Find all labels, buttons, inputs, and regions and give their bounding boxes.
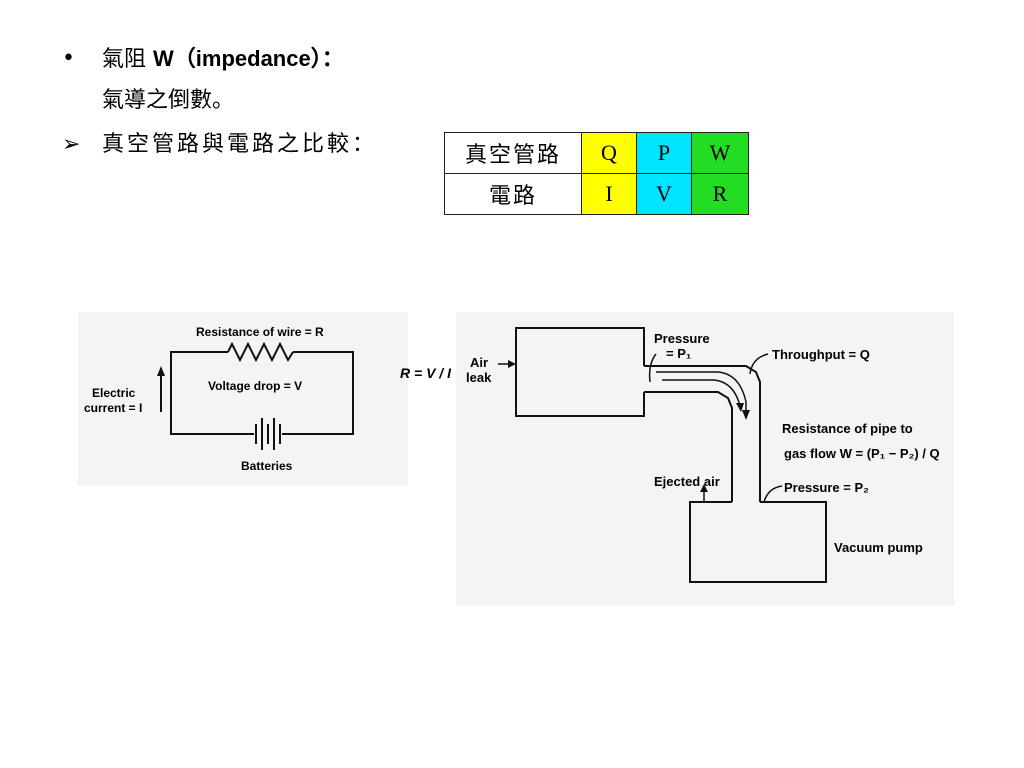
pressure1-label: Pressure [654,331,710,346]
table-row: 電路 I V R [444,173,749,215]
battery-icon [254,418,282,450]
resistor-icon [227,341,294,363]
flow-arrow-icon [656,371,747,414]
table-cell: I [581,173,637,215]
voltage-label: Voltage drop = V [208,379,302,393]
circuit-diagram: Resistance of wire = R Voltage drop = V … [84,325,354,473]
vacuum-diagram: Air leak Pressure = P₁ Throughput = Q Re… [466,327,940,583]
pipe-inner [644,391,733,502]
resistance-pipe-label: Resistance of pipe to [782,421,913,436]
chamber-outline [515,327,645,417]
arrow-head-icon [700,484,708,492]
impedance-title-cn: 氣阻 [102,47,147,72]
resistance-label: Resistance of wire = R [196,325,324,339]
impedance-heading: 氣阻 W（impedance）： [102,44,344,75]
flow-arrow-icon [662,379,741,407]
impedance-definition: 氣導之倒數。 [102,88,235,113]
throughput-pointer-icon [749,353,769,375]
table-cell: P [636,132,692,174]
current-label-2: current = I [84,401,142,415]
ohm-formula: R = V / I [400,365,452,381]
pressure2-label: Pressure = P₂ [784,480,869,495]
air-leak-label: Air [470,355,488,370]
arrow-head-icon [157,366,165,376]
flow-arrow-head-icon [736,403,744,412]
ejected-air-label: Ejected air [654,474,720,489]
comparison-table: 真空管路 Q P W 電路 I V R [444,132,749,215]
table-cell: R [691,173,749,215]
ohm-formula-text: R = V / I [400,365,452,381]
row-label: 電路 [444,173,582,215]
arrow-marker: ➢ [62,132,81,157]
air-leak-label-2: leak [466,370,492,385]
pressure2-pointer-icon [763,485,783,503]
row-label: 真空管路 [444,132,582,174]
battery-label: Batteries [241,459,293,473]
table-cell: V [636,173,692,215]
throughput-label: Throughput = Q [772,347,870,362]
vacuum-figure-panel [456,312,954,606]
bullet-marker: • [62,46,75,71]
pipe-outer [644,365,761,502]
pump-outline [689,501,827,583]
arrow-head-icon [508,360,516,368]
current-label: Electric [92,386,136,400]
flow-arrow-head-icon [742,410,750,420]
resistance-formula: gas flow W = (P₁ − P₂) / Q [784,446,940,461]
table-cell: Q [581,132,637,174]
pressure-pointer-icon [648,353,657,383]
pressure1-value: = P₁ [666,346,691,361]
impedance-title-latin: W（impedance）： [153,46,344,71]
vacuum-pump-label: Vacuum pump [834,540,923,555]
table-cell: W [691,132,749,174]
comparison-heading: 真空管路與電路之比較： [102,132,378,157]
table-row: 真空管路 Q P W [444,132,749,174]
